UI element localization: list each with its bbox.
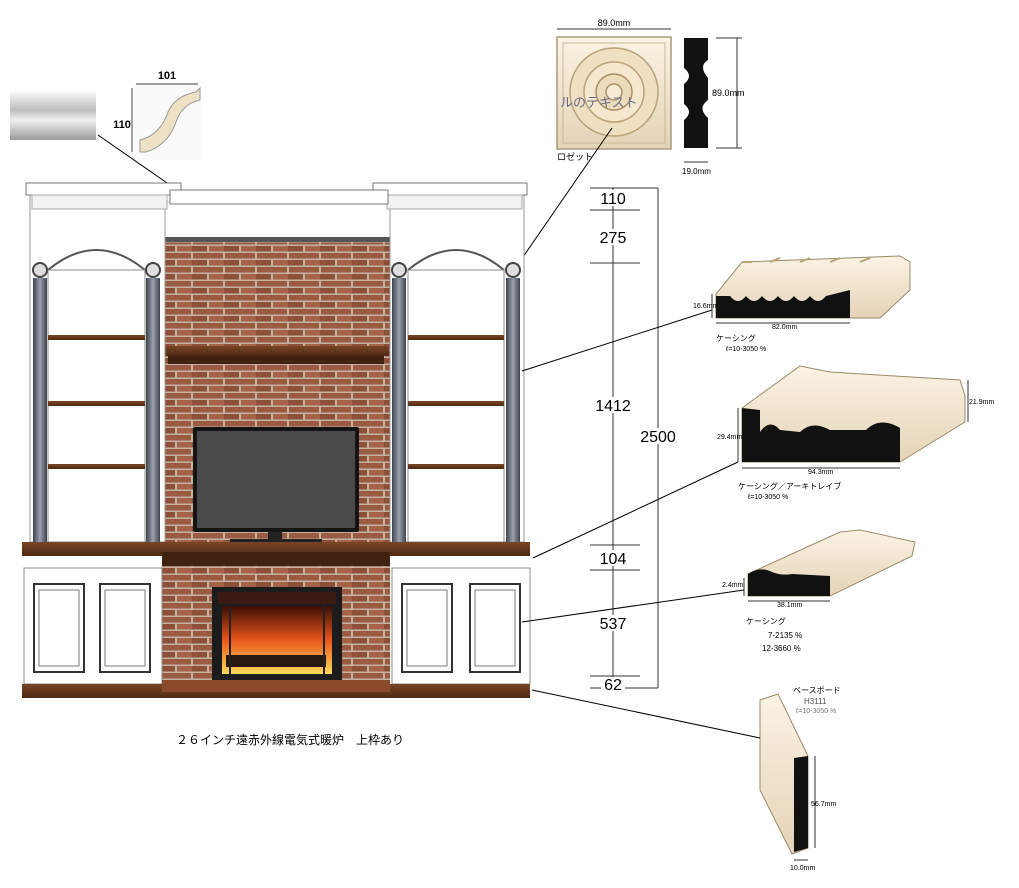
left-cabinet (23, 567, 163, 685)
crown-width-label: 101 (158, 70, 176, 82)
left-cabinet-door-2[interactable] (99, 583, 151, 673)
casing-profile-2-section (742, 408, 900, 462)
right-shelf-3 (408, 464, 504, 469)
baseboard-leader-line (531, 689, 761, 739)
dim-header-height: 275 (600, 230, 627, 247)
left-cabinet-door-1[interactable] (33, 583, 85, 673)
casing-profile-3-section (748, 569, 830, 596)
crown-molding-photo (10, 90, 96, 140)
baseboard-height-label: 56.7mm (811, 801, 836, 808)
casing-1-name: ケーシング (716, 333, 756, 343)
tv-screen (197, 431, 355, 528)
baseboard-thickness-label: 10.0mm (790, 865, 815, 872)
center-header (164, 201, 391, 243)
casing-2-left-height: 29.4mm (717, 434, 742, 441)
crown-molding-sample: 101 110 (10, 70, 202, 193)
baseboard-section (794, 756, 808, 852)
casing-1-width-label: 82.0mm (772, 324, 797, 331)
dim-shelf-height: 1412 (595, 398, 631, 415)
rosette-thickness-label: 19.0mm (682, 167, 711, 176)
rosette-profile (684, 38, 708, 148)
right-pilaster-outer (506, 278, 520, 542)
casing-1-leader-line (521, 309, 713, 372)
tv-stand (230, 539, 322, 544)
dim-total-height: 2500 (640, 429, 676, 446)
right-crown-cap (372, 182, 528, 196)
casing-profile-1-section (716, 290, 850, 318)
left-tower (25, 182, 182, 543)
casing-2-width-label: 94.3mm (808, 469, 833, 476)
right-shelf-1 (408, 335, 504, 340)
left-crown-cap (25, 182, 182, 196)
dim-base-height: 62 (604, 677, 622, 694)
baseboard-length: ℓ=10-3050 % (795, 708, 836, 715)
casing-2-leader-line (532, 461, 739, 559)
casing-2-right-height: 21.9mm (969, 399, 994, 406)
right-pilaster-inner (392, 278, 406, 542)
baseboard-code: H3111 (804, 697, 827, 706)
right-shelf-2 (408, 401, 504, 406)
casing-profile-2: 29.4mm 21.9mm 94.3mm ケーシング／アーキトレイブ ℓ=10-… (532, 365, 994, 559)
baseboard-name: ベースボード (793, 686, 841, 695)
left-pilaster-outer (33, 278, 47, 542)
right-cabinet-door-1[interactable] (401, 583, 453, 673)
right-cabinet-door-2[interactable] (469, 583, 521, 673)
fireplace-unit (22, 182, 531, 698)
casing-2-name: ケーシング／アーキトレイブ (738, 481, 841, 491)
right-tower (372, 182, 528, 543)
rosette-width-label: 89.0mm (598, 18, 631, 28)
right-cabinet (391, 567, 531, 685)
dim-cabinet-height: 537 (600, 616, 627, 633)
crown-height-label: 110 (113, 119, 131, 131)
casing-3-name: ケーシング (746, 616, 786, 626)
casing-1-length: ℓ=10-3050 % (725, 346, 766, 353)
casing-3-width-label: 38.1mm (777, 602, 802, 609)
casing-3-leader-line (521, 589, 745, 623)
rosette-leader-line (513, 127, 613, 271)
left-shelf-1 (48, 335, 145, 340)
casing-1-height-label: 16.6mm (693, 303, 718, 310)
mantel-shelf (163, 346, 389, 356)
rosette-label: ロゼット (557, 151, 593, 162)
baseboard-profile: ベースボード H3111 ℓ=10-3050 % 56.7mm 10.0mm (531, 686, 841, 872)
center-crown (169, 189, 389, 205)
dimension-column: 110 275 1412 2500 104 537 62 (590, 187, 676, 694)
dim-counter-height: 104 (600, 551, 627, 568)
casing-2-length: ℓ=10-3050 % (747, 494, 788, 501)
left-shelf-3 (48, 464, 145, 469)
casing-profile-3: 2.4mm 38.1mm ケーシング 7-2135 % 12-3660 % (521, 529, 916, 653)
left-shelf-2 (48, 401, 145, 406)
casing-3-height-label: 2.4mm (722, 582, 744, 589)
rosette-overlay-text: ルのテキスト (560, 95, 638, 110)
crown-profile-shape (139, 86, 201, 153)
casing-3-length-1: 7-2135 % (768, 631, 802, 640)
electric-fireplace-insert (212, 587, 342, 680)
diagram-caption: ２６インチ遠赤外線電気式暖炉 上枠あり (176, 732, 404, 747)
casing-profile-1: 16.6mm 82.0mm ケーシング ℓ=10-3050 % (521, 255, 911, 372)
dim-crown-height: 110 (600, 191, 626, 208)
left-pilaster-inner (146, 278, 160, 542)
casing-3-length-2: 12-3660 % (762, 644, 801, 653)
countertop (22, 542, 530, 556)
rosette-height-label: 89.0mm (712, 88, 745, 98)
rosette-sample: 89.0mm ルのテキスト ロゼット 89.0mm 19.0mm (513, 18, 745, 271)
